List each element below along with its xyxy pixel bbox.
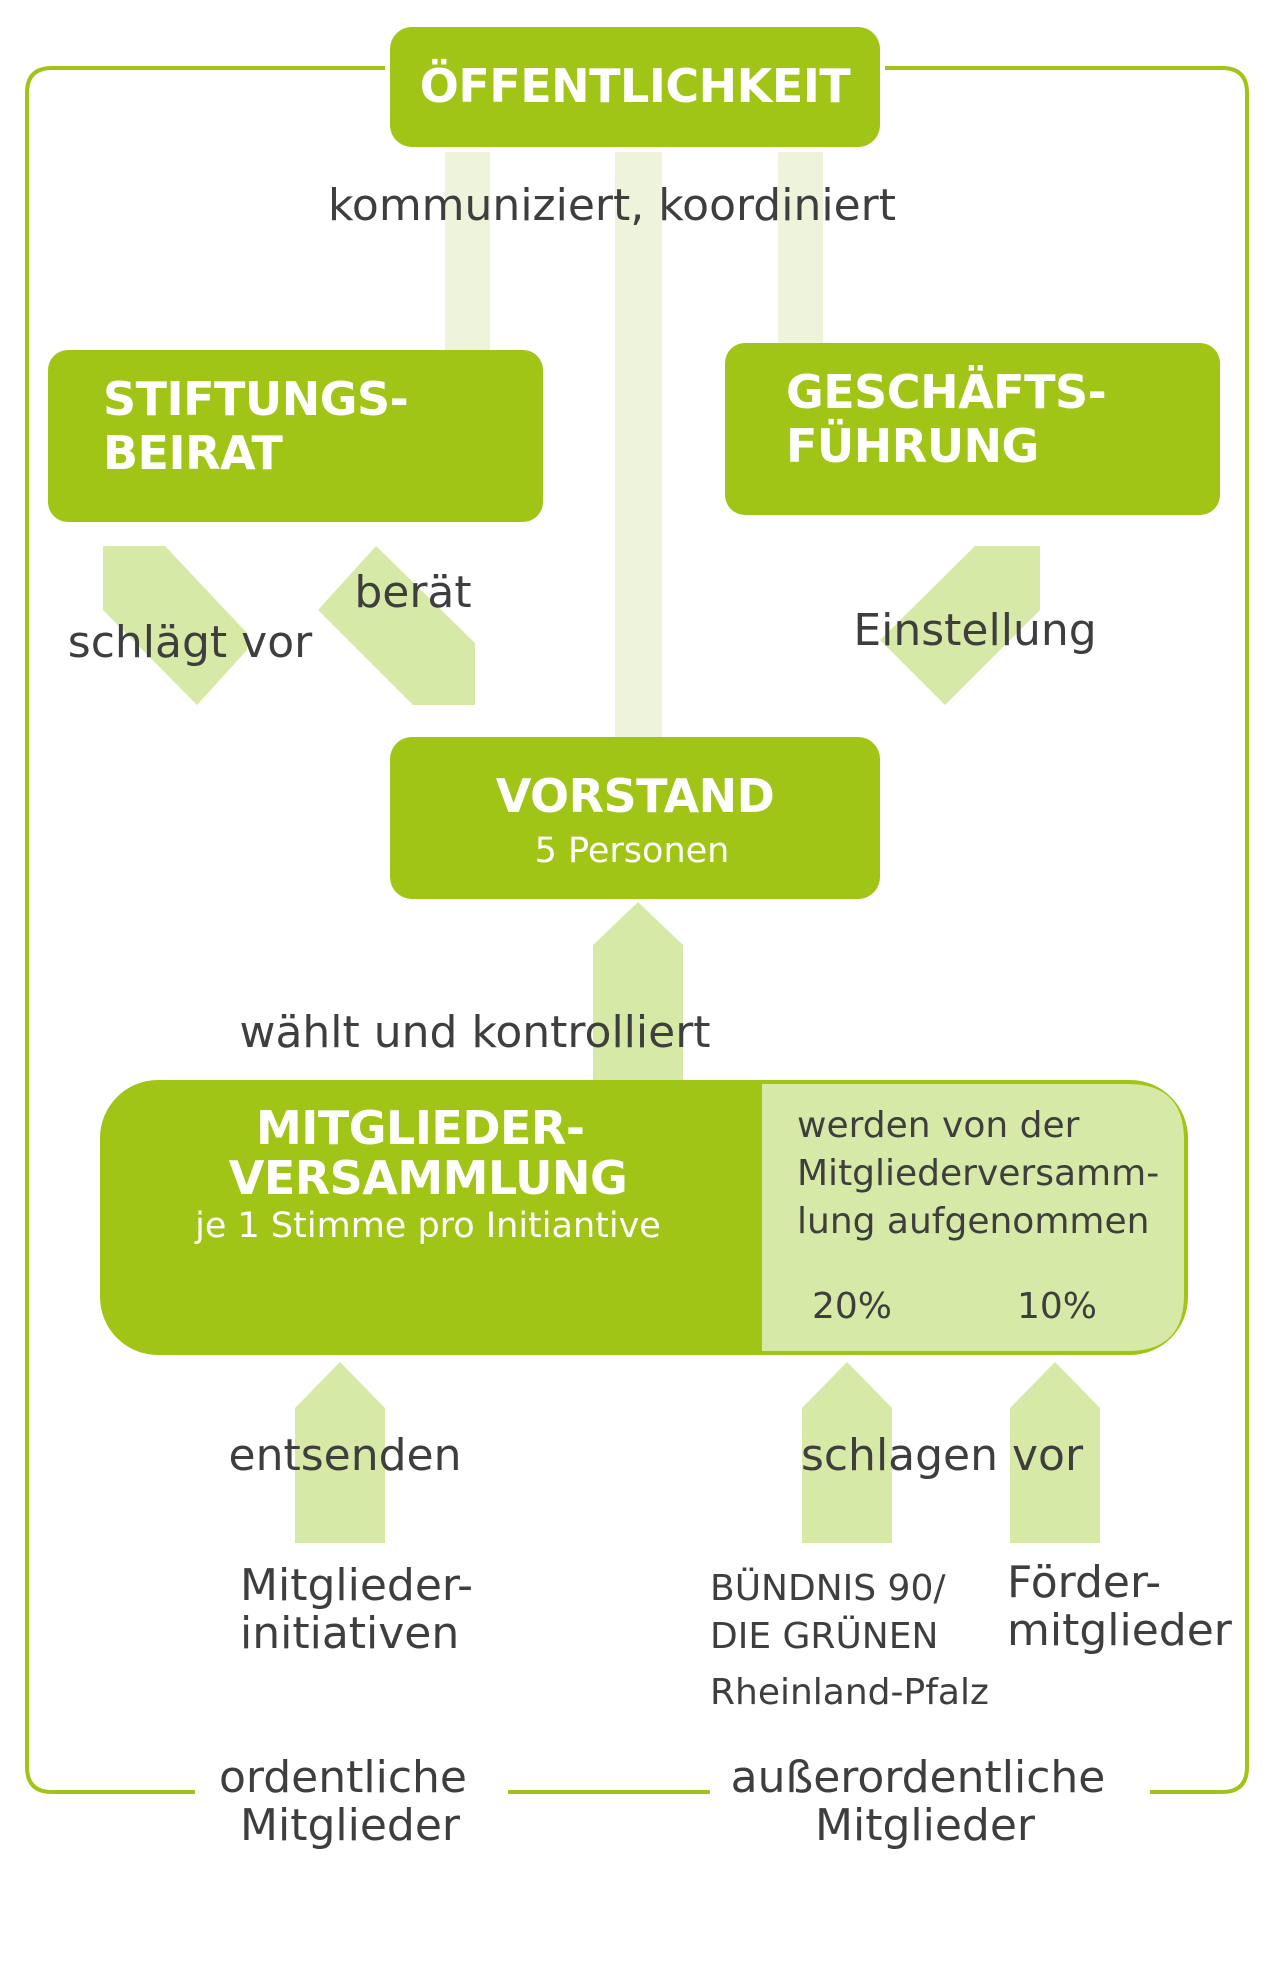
arrow-entsenden <box>295 1362 385 1543</box>
geschaeftsfuehrung-label: GESCHÄFTS- FÜHRUNG <box>786 365 1122 473</box>
label-kommuniziert: kommuniziert, koordiniert <box>328 180 896 231</box>
connector-stiftungsbeirat <box>445 150 490 350</box>
label-waehlt-und-kontrolliert: wählt und kontrolliert <box>239 1007 710 1058</box>
members-foerder-line-2: mitglieder <box>1007 1605 1233 1656</box>
footer-ordentliche-line-2: Mitglieder <box>240 1800 461 1851</box>
mitgliederversammlung-subtitle: je 1 Stimme pro Initiantive <box>194 1206 661 1246</box>
arrow-einstellung <box>880 546 1040 705</box>
vorstand-subtitle: 5 Personen <box>535 831 730 871</box>
footer-ordentliche-mitglieder: ordentliche Mitglieder <box>219 1752 481 1851</box>
mitgliederversammlung-title: MITGLIEDER- VERSAMMLUNG <box>229 1101 628 1205</box>
label-einstellung: Einstellung <box>853 605 1096 656</box>
oeffentlichkeit-label: ÖFFENTLICHKEIT <box>420 59 852 113</box>
members-buendnis-line-2: DIE GRÜNEN <box>710 1615 938 1657</box>
percent-10: 10% <box>1017 1286 1097 1327</box>
geschaeftsfuehrung-line-1: GESCHÄFTS- <box>786 365 1106 419</box>
outer-frame <box>25 66 1249 1794</box>
members-initiativen: Mitglieder- initiativen <box>240 1560 487 1659</box>
members-buendnis-line-3: Rheinland-Pfalz <box>710 1672 989 1713</box>
members-foerder-line-1: Förder- <box>1007 1557 1161 1608</box>
oeffentlichkeit-box <box>390 27 880 147</box>
footer-ausserordentliche-line-1: außerordentliche <box>731 1752 1106 1803</box>
vorstand-title: VORSTAND <box>496 769 775 823</box>
label-beraet: berät <box>354 567 471 618</box>
arrow-beraet <box>318 546 475 705</box>
label-schlaegt-vor: schlägt vor <box>68 617 313 668</box>
percent-20: 20% <box>812 1286 892 1327</box>
arrow-waehlt-und-kontrolliert <box>593 902 683 1080</box>
stiftungsbeirat-line-1: STIFTUNGS- <box>103 372 408 426</box>
stiftungsbeirat-line-2: BEIRAT <box>103 426 284 480</box>
footer-ausserordentliche-line-2: Mitglieder <box>815 1800 1036 1851</box>
stiftungsbeirat-box <box>48 350 543 522</box>
vorstand-box <box>390 737 880 899</box>
stiftungsbeirat-label: STIFTUNGS- BEIRAT <box>103 372 424 480</box>
footer-ausserordentliche-mitglieder: außerordentliche Mitglieder <box>731 1752 1120 1851</box>
members-initiativen-line-2: initiativen <box>240 1608 459 1659</box>
aufnahme-line-1: werden von der <box>797 1105 1080 1146</box>
geschaeftsfuehrung-box <box>725 343 1220 515</box>
aufnahme-panel <box>762 1084 1184 1351</box>
arrow-schlaegt-vor <box>103 546 247 705</box>
aufnahme-line-3: lung aufgenommen <box>797 1201 1149 1242</box>
connector-vorstand <box>615 150 662 738</box>
members-foerder: Förder- mitglieder <box>1007 1557 1233 1656</box>
members-buendnis-line-1: BÜNDNIS 90/ <box>710 1567 946 1609</box>
geschaeftsfuehrung-line-2: FÜHRUNG <box>786 419 1039 473</box>
mitgliederversammlung-line-1: MITGLIEDER- <box>256 1101 585 1155</box>
footer-ordentliche-line-1: ordentliche <box>219 1752 467 1803</box>
aufnahme-line-2: Mitgliederversamm- <box>797 1153 1159 1194</box>
members-buendnis: BÜNDNIS 90/ DIE GRÜNEN Rheinland-Pfalz <box>710 1567 989 1713</box>
mitgliederversammlung-line-2: VERSAMMLUNG <box>229 1151 628 1205</box>
arrow-schlagen-vor-buendnis <box>802 1362 892 1543</box>
connector-geschaeftsfuehrung <box>778 150 823 345</box>
label-entsenden: entsenden <box>229 1430 462 1481</box>
arrow-schlagen-vor-foerder <box>1010 1362 1100 1543</box>
members-initiativen-line-1: Mitglieder- <box>240 1560 473 1611</box>
label-schlagen-vor: schlagen vor <box>801 1430 1084 1481</box>
aufnahme-text: werden von der Mitgliederversamm- lung a… <box>797 1105 1171 1242</box>
